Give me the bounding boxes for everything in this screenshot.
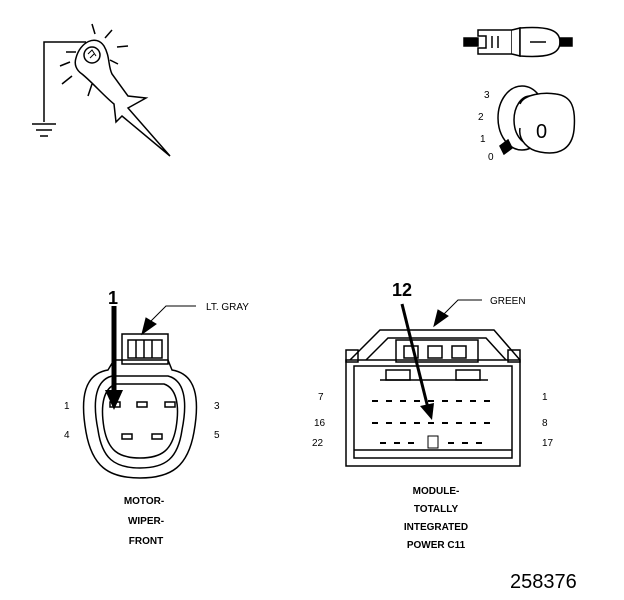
color-leader-left bbox=[141, 305, 196, 336]
test-light-probe-icon bbox=[32, 23, 171, 157]
ignition-position-1: 1 bbox=[480, 134, 486, 145]
fuse-icon bbox=[463, 26, 573, 58]
caption-right-line-2: TOTALLY bbox=[414, 504, 459, 515]
pin-label-1-right: 1 bbox=[542, 392, 548, 403]
pin-label-5: 5 bbox=[214, 430, 220, 441]
pin-label-16: 16 bbox=[314, 418, 326, 429]
connector-tipm-key-slot bbox=[427, 435, 439, 449]
caption-right-line-3: INTEGRATED bbox=[404, 522, 468, 533]
connector-tipm-pin-rows bbox=[372, 400, 490, 444]
ignition-position-3: 3 bbox=[484, 90, 490, 101]
pin-label-7: 7 bbox=[318, 392, 324, 403]
pin-callout-arrow-12 bbox=[400, 303, 434, 420]
ignition-position-2: 2 bbox=[478, 112, 484, 123]
pin-label-3: 3 bbox=[214, 401, 220, 412]
caption-right-line-1: MODULE- bbox=[413, 486, 460, 497]
caption-right-line-4: POWER C11 bbox=[407, 540, 466, 551]
color-leader-right bbox=[433, 299, 482, 328]
pin-label-1: 1 bbox=[64, 401, 70, 412]
pin-callout-arrow-1 bbox=[105, 306, 123, 410]
pin-callout-right: 12 bbox=[392, 280, 412, 300]
pin-label-4: 4 bbox=[64, 430, 70, 441]
caption-left-line-1: MOTOR- bbox=[124, 496, 164, 507]
ignition-switch-icon bbox=[497, 85, 576, 156]
connector-tipm-c11 bbox=[345, 329, 521, 467]
caption-left-line-2: WIPER- bbox=[128, 516, 164, 527]
connector-motor-wiper-front bbox=[82, 333, 198, 479]
figure-number: 258376 bbox=[510, 571, 577, 593]
pin-label-17: 17 bbox=[542, 438, 554, 449]
ignition-key-label: 0 bbox=[536, 121, 547, 143]
pin-label-8: 8 bbox=[542, 418, 548, 429]
pin-label-22: 22 bbox=[312, 438, 324, 449]
color-label-right: GREEN bbox=[490, 296, 526, 307]
color-label-left: LT. GRAY bbox=[206, 302, 249, 313]
ground-symbol-icon bbox=[32, 123, 56, 137]
caption-left-line-3: FRONT bbox=[129, 536, 163, 547]
ignition-position-0: 0 bbox=[488, 152, 494, 163]
pin-callout-left: 1 bbox=[108, 288, 118, 308]
